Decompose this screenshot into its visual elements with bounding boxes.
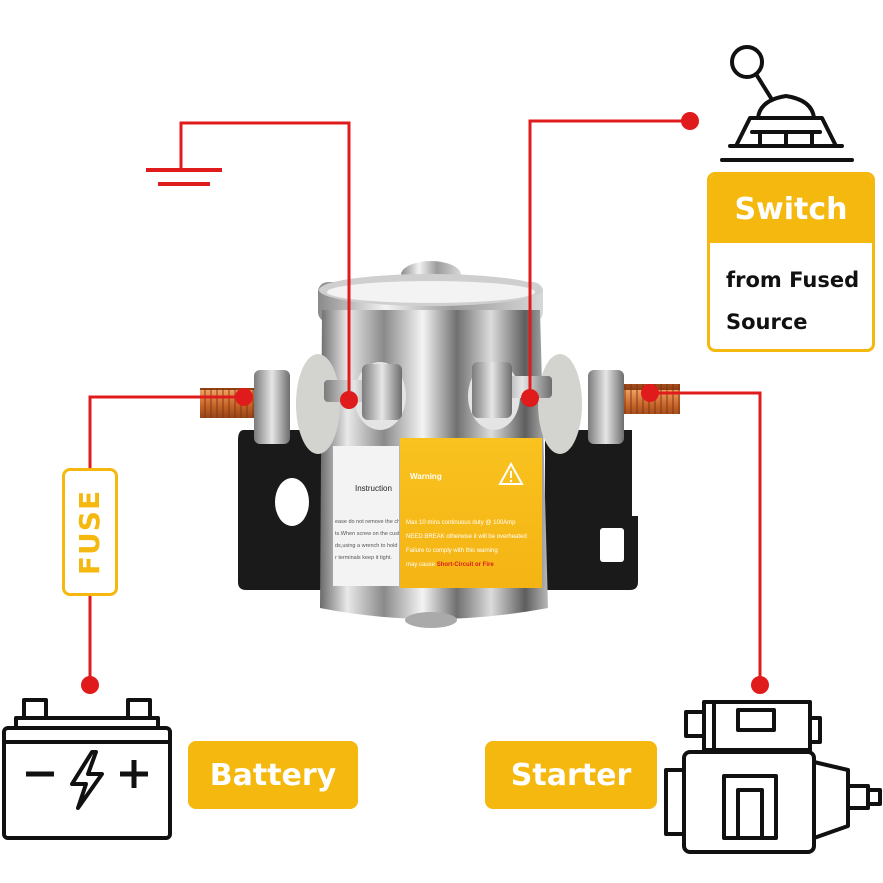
warning-line: Failure to comply with this warning	[406, 548, 498, 554]
battery-icon	[2, 698, 172, 840]
node-switch	[681, 112, 699, 130]
warning-line: may cause Short-Circuit or Fire	[406, 558, 494, 572]
battery-label: Battery	[188, 741, 358, 809]
node-starter-stud	[641, 384, 659, 402]
instruction-title: Instruction	[355, 484, 392, 493]
switch-callout: Switch from Fused Source	[707, 172, 875, 352]
starter-motor-icon	[664, 700, 882, 854]
warning-line-text: may cause	[406, 562, 437, 568]
starter-wire	[650, 391, 762, 685]
warning-title: Warning	[410, 472, 442, 481]
toggle-switch-icon	[720, 45, 854, 162]
starter-label: Starter	[485, 741, 657, 809]
switch-label: Switch	[710, 175, 872, 243]
warning-line: Max 10 mins continuous duty @ 100Amp	[406, 520, 516, 526]
warning-sticker: Warning Max 10 mins continuous duty @ 10…	[400, 438, 542, 588]
warning-line: NEED BREAK otherwise it will be overheat…	[406, 534, 527, 540]
node-ground-terminal	[340, 391, 358, 409]
node-starter	[751, 676, 769, 694]
battery-wire	[88, 395, 244, 468]
fuse-label: FUSE	[73, 489, 107, 575]
instruction-line: ts.When screw on the custom	[335, 531, 399, 537]
warning-emphasis: Short-Circuit or Fire	[436, 562, 494, 568]
node-battery-stud	[235, 388, 253, 406]
node-battery	[81, 676, 99, 694]
switch-wire	[528, 119, 690, 398]
ground-wire	[179, 121, 351, 400]
instruction-line: ease do not remove the chrome	[335, 519, 399, 525]
instruction-line: r terminals keep it tight.	[335, 555, 392, 561]
wire-nodes	[81, 112, 769, 694]
wires	[88, 119, 762, 685]
lightning-bolt-icon	[70, 750, 104, 810]
instruction-line: ds,using a wrench to hold the	[335, 543, 399, 549]
switch-description: from Fused Source	[726, 268, 860, 334]
warning-triangle-icon	[498, 462, 524, 485]
mounting-bracket	[545, 430, 638, 590]
instruction-sticker: Instruction ease do not remove the chrom…	[333, 446, 399, 586]
ground-symbol-icon	[146, 168, 222, 186]
node-switch-terminal	[521, 389, 539, 407]
fuse-callout: FUSE	[62, 468, 118, 596]
